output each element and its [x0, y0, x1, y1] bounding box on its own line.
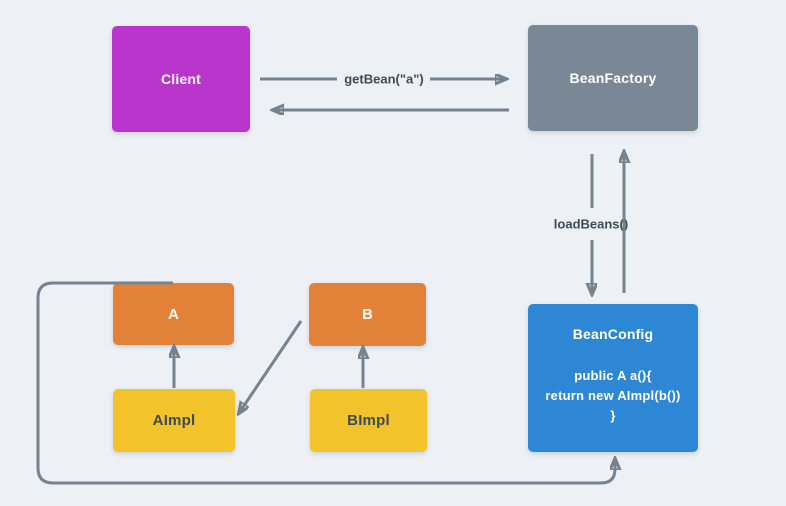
- node-beanconfig-code: public A a(){ return new AImpl(b()) }: [545, 366, 680, 426]
- beanconfig-code-line-3: }: [610, 408, 616, 423]
- beanconfig-code-line-2: return new AImpl(b()): [545, 388, 681, 403]
- node-bimpl: BImpl: [310, 389, 427, 452]
- edge-label-loadbeans: loadBeans(): [553, 216, 629, 232]
- node-a-label: A: [167, 305, 180, 323]
- node-beanfactory: BeanFactory: [528, 25, 698, 131]
- node-beanfactory-label: BeanFactory: [569, 70, 657, 86]
- node-b: B: [309, 283, 426, 346]
- node-client-label: Client: [160, 71, 202, 87]
- node-client: Client: [112, 26, 250, 132]
- edge-b-to-aimpl: [239, 320, 303, 413]
- edge-label-getbean: getBean("a"): [344, 71, 424, 87]
- node-beanconfig: BeanConfig public A a(){ return new AImp…: [528, 304, 698, 452]
- node-aimpl-label: AImpl: [152, 412, 196, 429]
- node-bimpl-label: BImpl: [347, 412, 390, 429]
- beanconfig-code-line-1: public A a(){: [574, 368, 652, 383]
- node-a: A: [113, 283, 234, 345]
- node-b-label: B: [361, 306, 374, 323]
- node-beanconfig-title: BeanConfig: [572, 326, 654, 342]
- node-aimpl: AImpl: [113, 389, 235, 452]
